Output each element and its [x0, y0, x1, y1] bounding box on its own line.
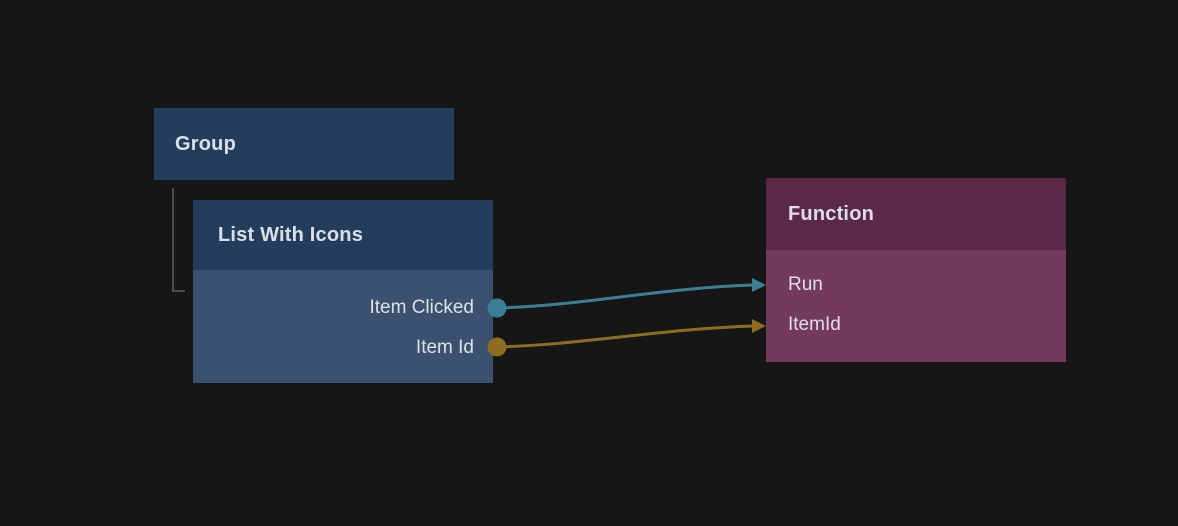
output-port-dot-item-id[interactable] — [487, 337, 507, 357]
hierarchy-connector-line — [172, 188, 185, 292]
connection-item-id-to-itemid[interactable] — [496, 324, 754, 349]
node-group[interactable]: Group — [154, 108, 454, 180]
node-title: Group — [175, 132, 236, 155]
node-function-body: Run ItemId — [766, 250, 1066, 345]
output-port-item-clicked[interactable]: Item Clicked — [369, 297, 474, 318]
output-port-item-id[interactable]: Item Id — [415, 337, 474, 358]
node-group-header[interactable]: Group — [154, 108, 454, 180]
input-arrow-run-icon — [752, 278, 766, 292]
node-list-with-icons[interactable]: List With Icons Item Clicked Item Id — [193, 200, 493, 383]
node-list-with-icons-body: Item Clicked Item Id — [193, 270, 493, 368]
node-function-header[interactable]: Function — [766, 178, 1066, 250]
input-port-itemid[interactable]: ItemId — [788, 314, 841, 335]
node-title: Function — [788, 202, 875, 225]
input-arrow-itemid-icon — [752, 319, 766, 333]
node-title: List With Icons — [218, 223, 364, 246]
node-function[interactable]: Function Run ItemId — [766, 178, 1066, 362]
input-port-run[interactable]: Run — [788, 274, 823, 295]
output-port-dot-item-clicked[interactable] — [487, 298, 507, 318]
connection-item-clicked-to-run[interactable] — [496, 283, 754, 310]
node-list-with-icons-header[interactable]: List With Icons — [193, 200, 493, 270]
